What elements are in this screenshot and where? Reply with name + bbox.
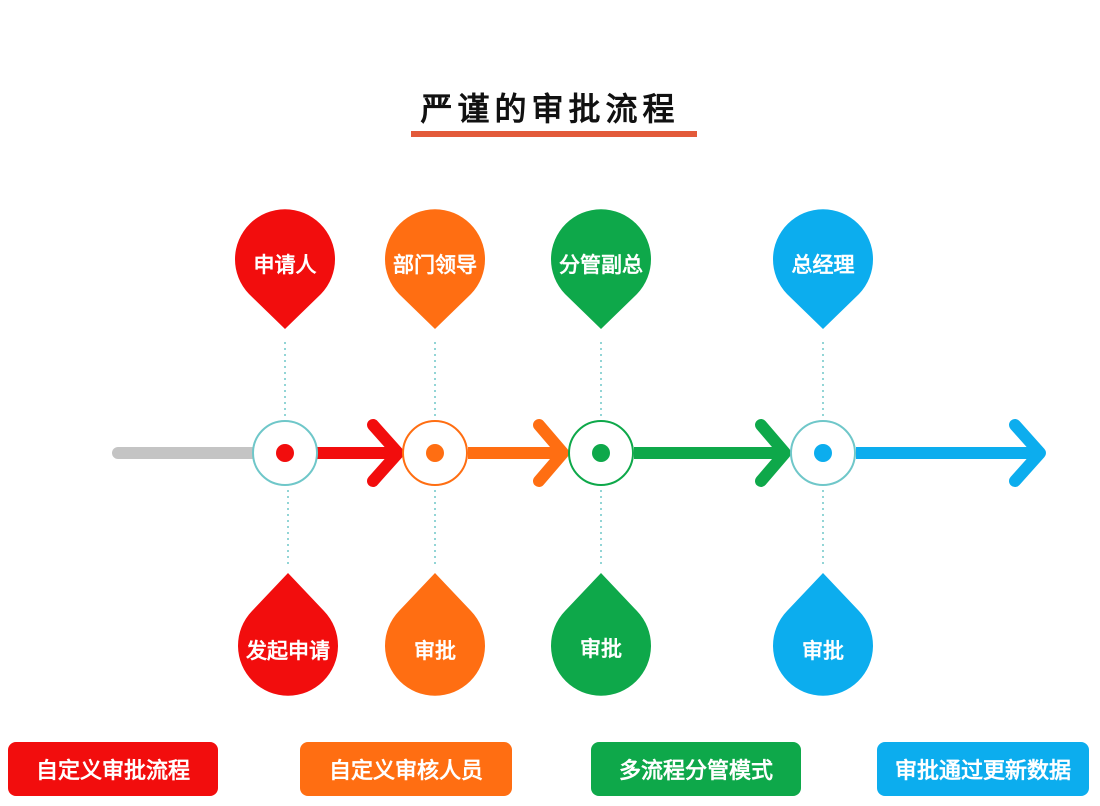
title-underline <box>411 131 697 137</box>
arrow-red <box>367 419 404 487</box>
feature-tag-custom-reviewers: 自定义审核人员 <box>300 742 512 796</box>
drop-bottom-red <box>238 573 338 696</box>
feature-tag-custom-flow: 自定义审批流程 <box>8 742 218 796</box>
pin-label-general-manager: 总经理 <box>791 253 855 277</box>
pin-label-deputy-manager: 分管副总 <box>559 253 643 277</box>
drop-bottom-green <box>551 573 652 696</box>
node-1 <box>252 420 318 486</box>
node-3 <box>568 420 634 486</box>
arrow-orange <box>533 419 569 487</box>
feature-tag-update-data: 审批通过更新数据 <box>877 742 1089 796</box>
pin-top-orange <box>385 209 485 329</box>
drop-label-submit: 发起申请 <box>246 639 330 663</box>
drop-label-approve-1: 审批 <box>414 639 456 663</box>
node-2 <box>402 420 468 486</box>
drop-bottom-orange <box>384 573 486 696</box>
arrow-green <box>755 419 791 487</box>
drop-bottom-blue <box>773 573 873 696</box>
pin-label-applicant: 申请人 <box>253 253 317 277</box>
pin-top-blue <box>773 209 873 329</box>
feature-tag-multi-flow: 多流程分管模式 <box>591 742 801 796</box>
pin-top-red <box>234 209 335 329</box>
diagram-title: 严谨的审批流程 <box>420 90 680 128</box>
pin-top-green <box>551 209 651 329</box>
drop-label-approve-3: 审批 <box>802 639 844 663</box>
arrow-blue <box>1009 419 1046 487</box>
pin-label-department-leader: 部门领导 <box>393 253 477 277</box>
node-4 <box>790 420 856 486</box>
drop-label-approve-2: 审批 <box>580 637 622 661</box>
